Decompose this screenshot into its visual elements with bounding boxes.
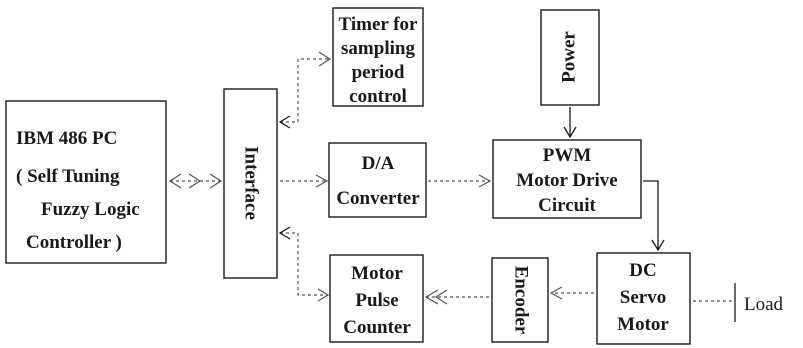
encoder-block: Encoder [491, 257, 549, 343]
counter-line-2: Pulse [355, 290, 398, 311]
timer-line-4: control [349, 86, 407, 107]
pc-line-4: Controller ) [26, 232, 122, 253]
pc-line-1: IBM 486 PC [16, 128, 117, 149]
interface-label: Interface [241, 146, 262, 220]
pc-line-2: ( Self Tuning [16, 166, 120, 187]
counter-line-3: Counter [343, 317, 411, 338]
motor-line-2: Servo [620, 287, 666, 308]
counter-line-1: Motor [351, 263, 403, 284]
timer-line-1: Timer for [339, 14, 419, 35]
motor-line-1: DC [629, 260, 656, 281]
timer-line-2: sampling [341, 38, 415, 59]
motor-line-3: Motor [617, 314, 669, 335]
pwm-line-3: Circuit [538, 195, 596, 216]
pwm-motor-connector [643, 180, 665, 252]
power-pwm-connector [563, 107, 577, 139]
timer-line-3: period [352, 62, 405, 83]
counter-block: Motor Pulse Counter [329, 254, 424, 343]
timer-block: Timer for sampling period control [332, 7, 424, 107]
encoder-label: Encoder [511, 266, 532, 335]
interface-timer-connector [278, 51, 332, 129]
motor-encoder-connector [549, 286, 594, 300]
load-label: Load [744, 294, 784, 315]
power-block: Power [540, 9, 600, 106]
pwm-line-1: PWM [543, 145, 592, 166]
interface-dac-connector [280, 174, 329, 188]
motor-block: DC Servo Motor [596, 252, 691, 345]
pc-interface-connector [168, 173, 223, 189]
encoder-counter-connector [424, 289, 489, 305]
dac-line-1: D/A [362, 153, 395, 174]
load-block: Load [734, 283, 784, 322]
pwm-line-2: Motor Drive [516, 170, 617, 191]
dac-block: D/A Converter [328, 142, 427, 218]
counter-interface-connector [278, 226, 330, 302]
power-label: Power [558, 31, 579, 83]
interface-block: Interface [223, 88, 278, 279]
dac-pwm-connector [428, 174, 492, 188]
pc-line-3: Fuzzy Logic [41, 199, 140, 220]
pwm-block: PWM Motor Drive Circuit [492, 139, 642, 219]
pc-block: IBM 486 PC ( Self Tuning Fuzzy Logic Con… [5, 100, 167, 264]
dac-line-2: Converter [336, 188, 420, 209]
